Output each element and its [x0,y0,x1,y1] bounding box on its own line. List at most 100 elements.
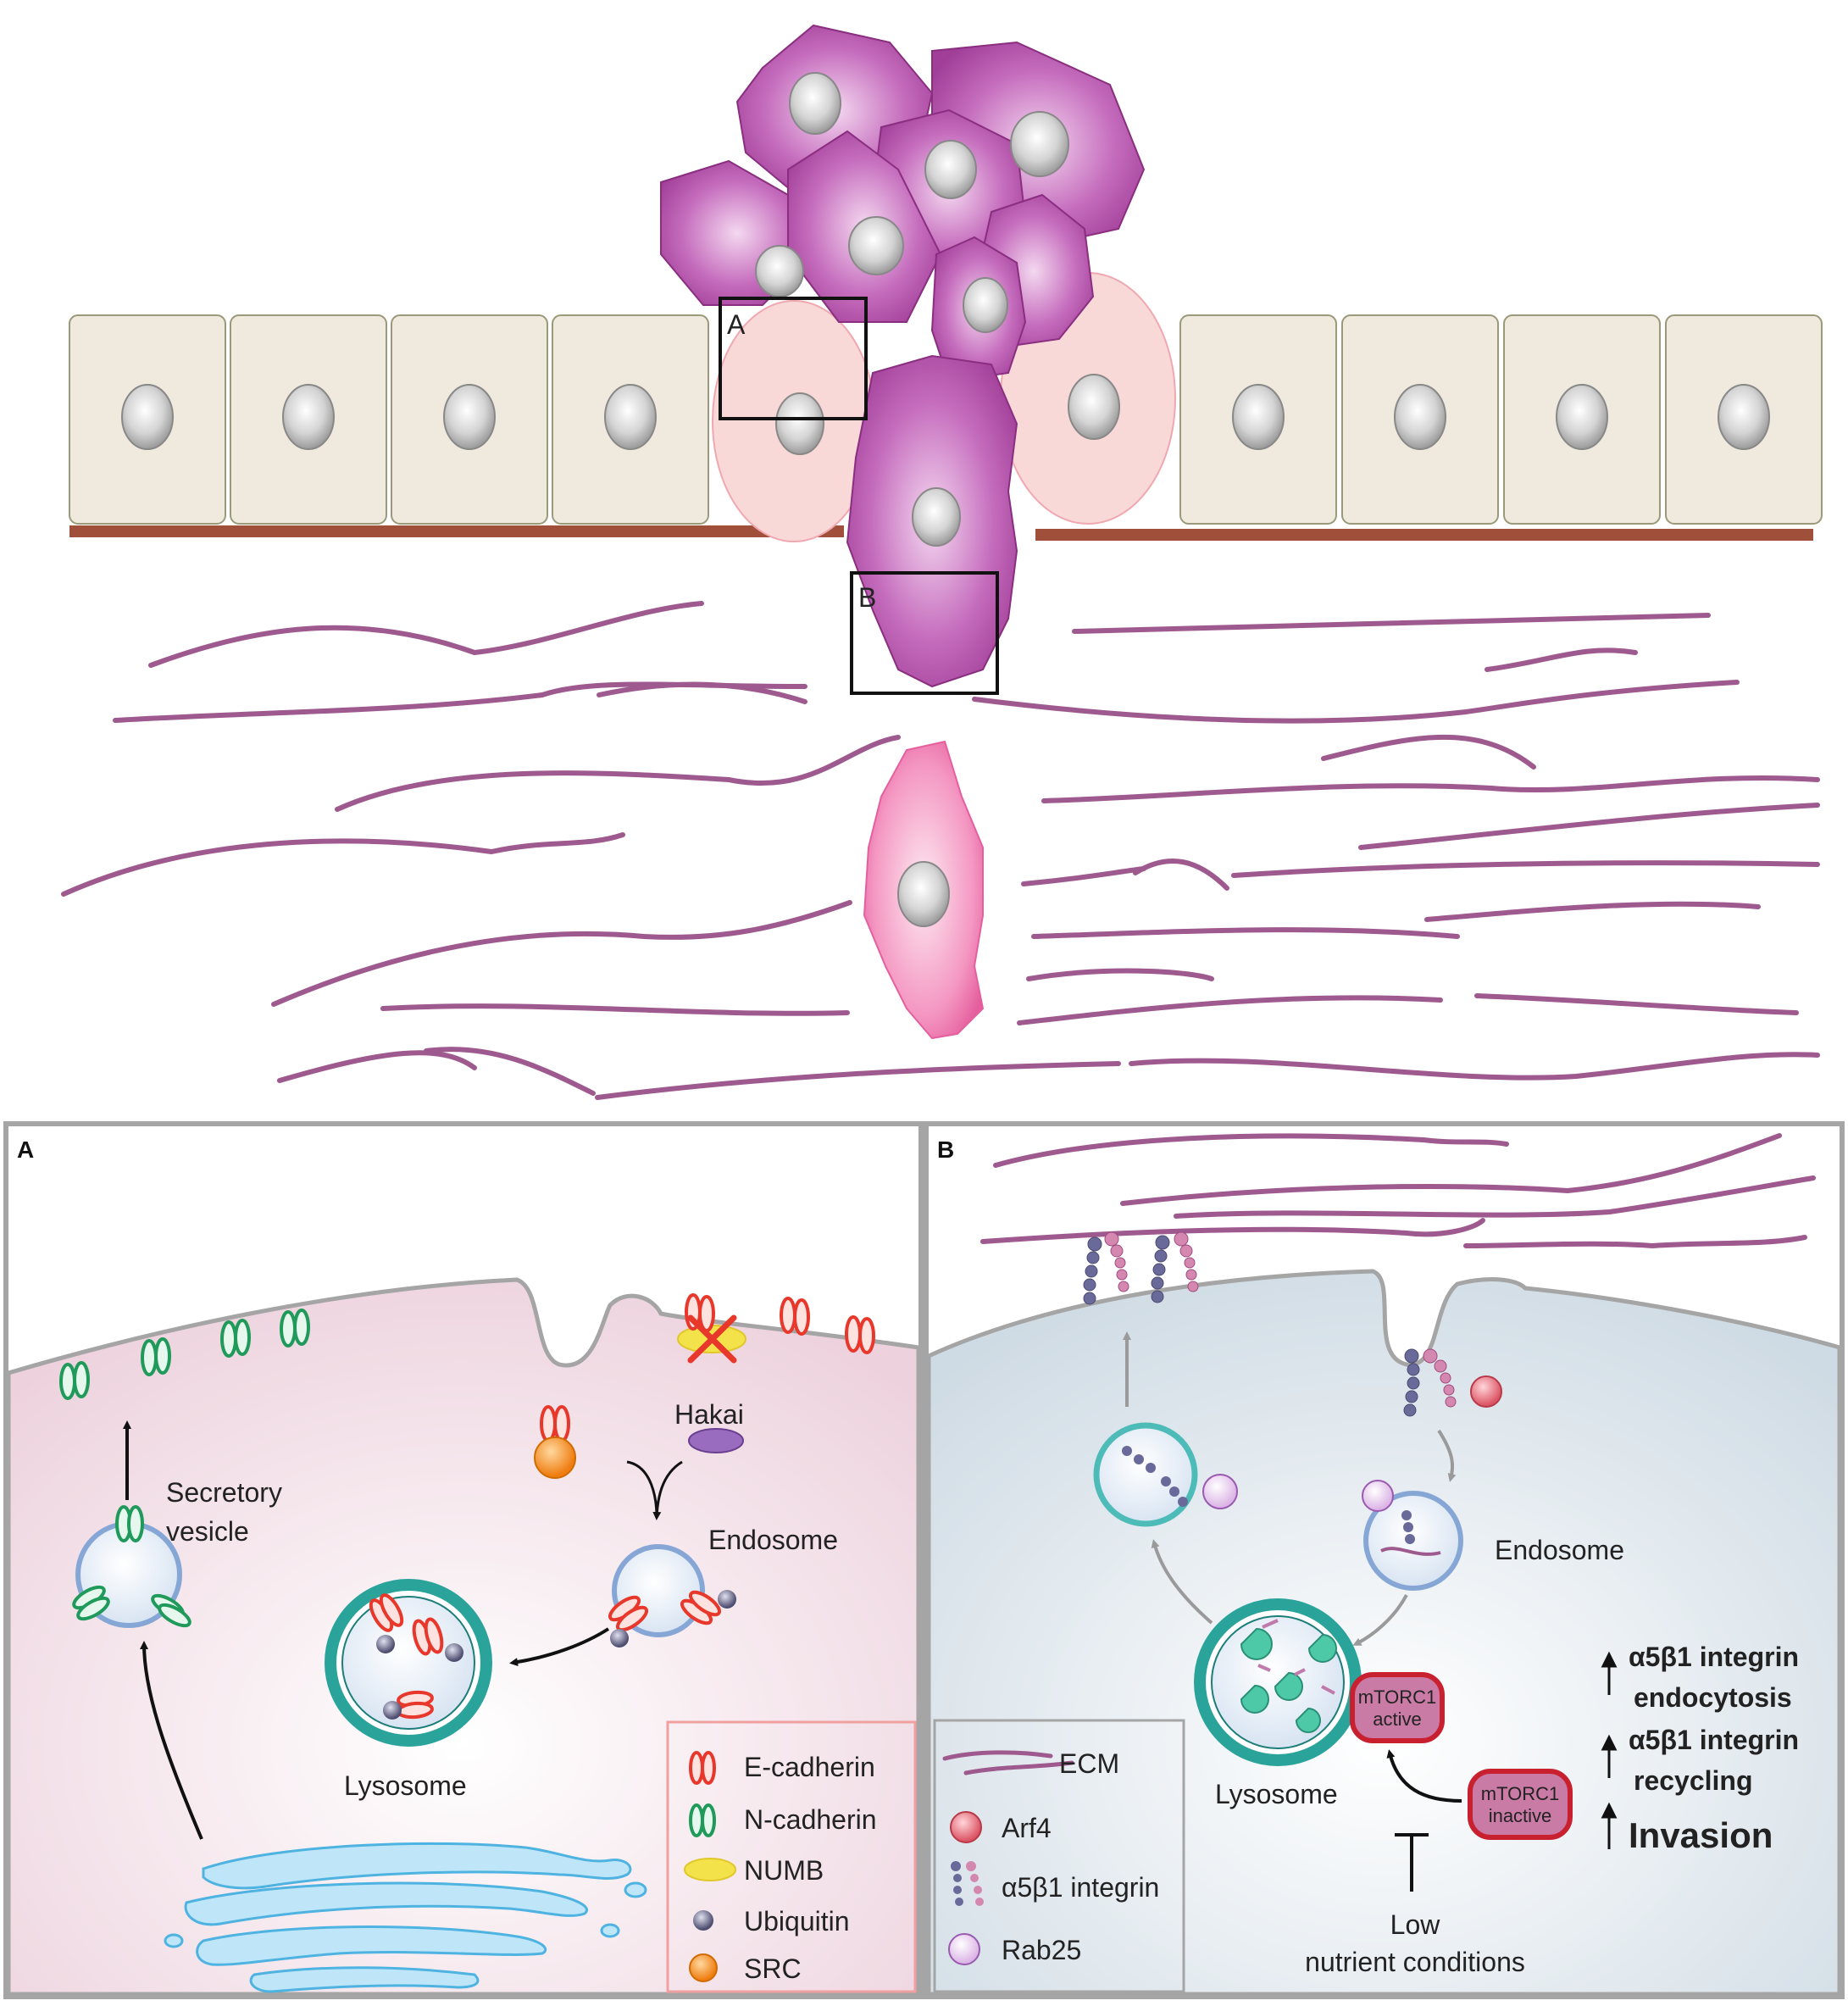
effect-1-line-2: endocytosis [1634,1682,1792,1713]
mtorc1-inactive-label-2: inactive [1489,1805,1552,1826]
pit-integrin [1403,1348,1457,1417]
degradation-arrow [509,1627,610,1667]
low-nutrient-label-2: nutrient conditions [1305,1947,1525,1977]
hakai-icon [688,1428,744,1453]
epithelial-cell [69,314,226,525]
ubiquitin-icon [383,1701,402,1720]
e-cadherin-icon [689,1751,716,1785]
epithelial-cell [230,314,387,525]
overview: A B [61,24,1823,1100]
rab25-on-vesicle [1202,1474,1238,1509]
arf4-icon [950,1811,982,1843]
endosome-integrin-cargo [1401,1510,1415,1544]
mtorc1-active-label-1: mTORC1 [1358,1686,1437,1708]
recycling-vesicle [1093,1422,1198,1527]
legend-b-label: Arf4 [1002,1813,1052,1843]
epithelial-cell [1341,314,1499,525]
tumor-cluster [660,24,1146,688]
epithelial-cell [391,314,548,525]
effect-1-line-1: α5β1 integrin [1629,1642,1799,1672]
legend-a-label: SRC [744,1953,802,1984]
ecm-icon [942,1750,1074,1775]
legend-a-label: N-cadherin [744,1804,877,1835]
legend-a: E-cadherin N-cadherin NUMB Ubiquitin SRC [666,1720,917,1993]
up-arrow-icon [1601,1651,1618,1695]
lysosome-ecm-fragments [1257,1619,1335,1695]
legend-b-label: α5β1 integrin [1002,1872,1159,1903]
surface-integrins [1083,1231,1199,1305]
inset-box-b[interactable] [850,571,999,695]
inset-label-b: B [858,582,876,613]
up-arrow-icon [1601,1802,1618,1849]
arf4-membrane [1470,1375,1502,1408]
effect-3-line-1: Invasion [1629,1815,1773,1855]
endosome-to-lysosome-arrow [1352,1594,1408,1646]
golgi-apparatus [164,1842,647,1993]
rab25-icon [948,1933,980,1965]
up-arrow-icon [1601,1734,1618,1778]
integrin-icon [951,1861,984,1906]
n-cadherin-icon [689,1803,716,1837]
panel-a-letter: A [17,1136,34,1163]
endosome-label: Endosome [708,1525,838,1555]
endosome-label: Endosome [1495,1535,1624,1565]
endosome-cargo [608,1590,722,1632]
nucleus [848,216,904,275]
inset-box-a[interactable] [719,297,868,420]
nucleus [1068,374,1120,440]
secretory-cargo [72,1505,191,1628]
legend-a-box [666,1720,917,1993]
ubiquitin-icon [693,1910,713,1931]
epithelial-layer [69,314,1823,525]
effect-2-line-2: recycling [1634,1765,1753,1796]
ecm-fibers [61,601,1820,1100]
legend-b-label: Rab25 [1002,1935,1081,1965]
mtorc1-inactive-label-1: mTORC1 [1481,1783,1560,1804]
nucleus [912,487,961,547]
lysosome-to-vesicle-arrow [1151,1539,1213,1625]
epithelial-cell [1665,314,1823,525]
endosome-ecm-cargo [1380,1547,1441,1556]
lysosome-lumen [341,1596,475,1730]
nucleus [963,277,1008,333]
inhibition-bar [1395,1833,1429,1892]
effect-2-line-1: α5β1 integrin [1629,1725,1799,1755]
basement-membrane-left [69,525,844,537]
hakai-label: Hakai [674,1399,744,1430]
basement-membrane-right [1035,529,1813,541]
blocked-cross-icon [687,1314,737,1364]
secretory-vesicle-label-2: vesicle [166,1516,249,1547]
mtorc1-inactive [1468,1769,1573,1840]
n-cadherin-membrane [59,1309,310,1400]
ubiquitin-icon [445,1643,463,1662]
src-membrane [534,1436,576,1479]
panel-b-letter: B [937,1136,954,1163]
legend-a-label: Ubiquitin [744,1906,850,1937]
epithelial-cell [1179,314,1337,525]
lysosome-label: Lysosome [1215,1779,1338,1809]
src-icon [689,1953,718,1982]
rab25-on-endosome [1362,1480,1394,1512]
legend-a-label: NUMB [744,1855,824,1886]
panel-a: A Hakai Endosome [3,1121,924,1999]
mtorc1-active [1350,1672,1445,1743]
lysosome-contents [1240,1627,1337,1733]
low-nutrient-label-1: Low [1390,1909,1441,1940]
nucleus [1010,111,1069,177]
epithelial-cell [552,314,709,525]
legend-a-label: E-cadherin [744,1752,875,1782]
panel-b-ecm [980,1133,1816,1249]
golgi-to-vesicle-arrow [140,1641,203,1840]
ubiquitin-icon [376,1635,395,1653]
panel-b: B [924,1121,1845,1999]
endocytosis-arrow [626,1460,683,1517]
secretory-vesicle-label-1: Secretory [166,1477,282,1508]
inset-label-a: A [727,309,746,340]
mtorc1-active-label-2: active [1373,1709,1421,1730]
nucleus [775,392,824,455]
activation-arrow [1386,1749,1462,1803]
legend-b-box [933,1719,1185,1993]
numb-icon [684,1858,736,1881]
lysosome-cargo [369,1593,444,1720]
